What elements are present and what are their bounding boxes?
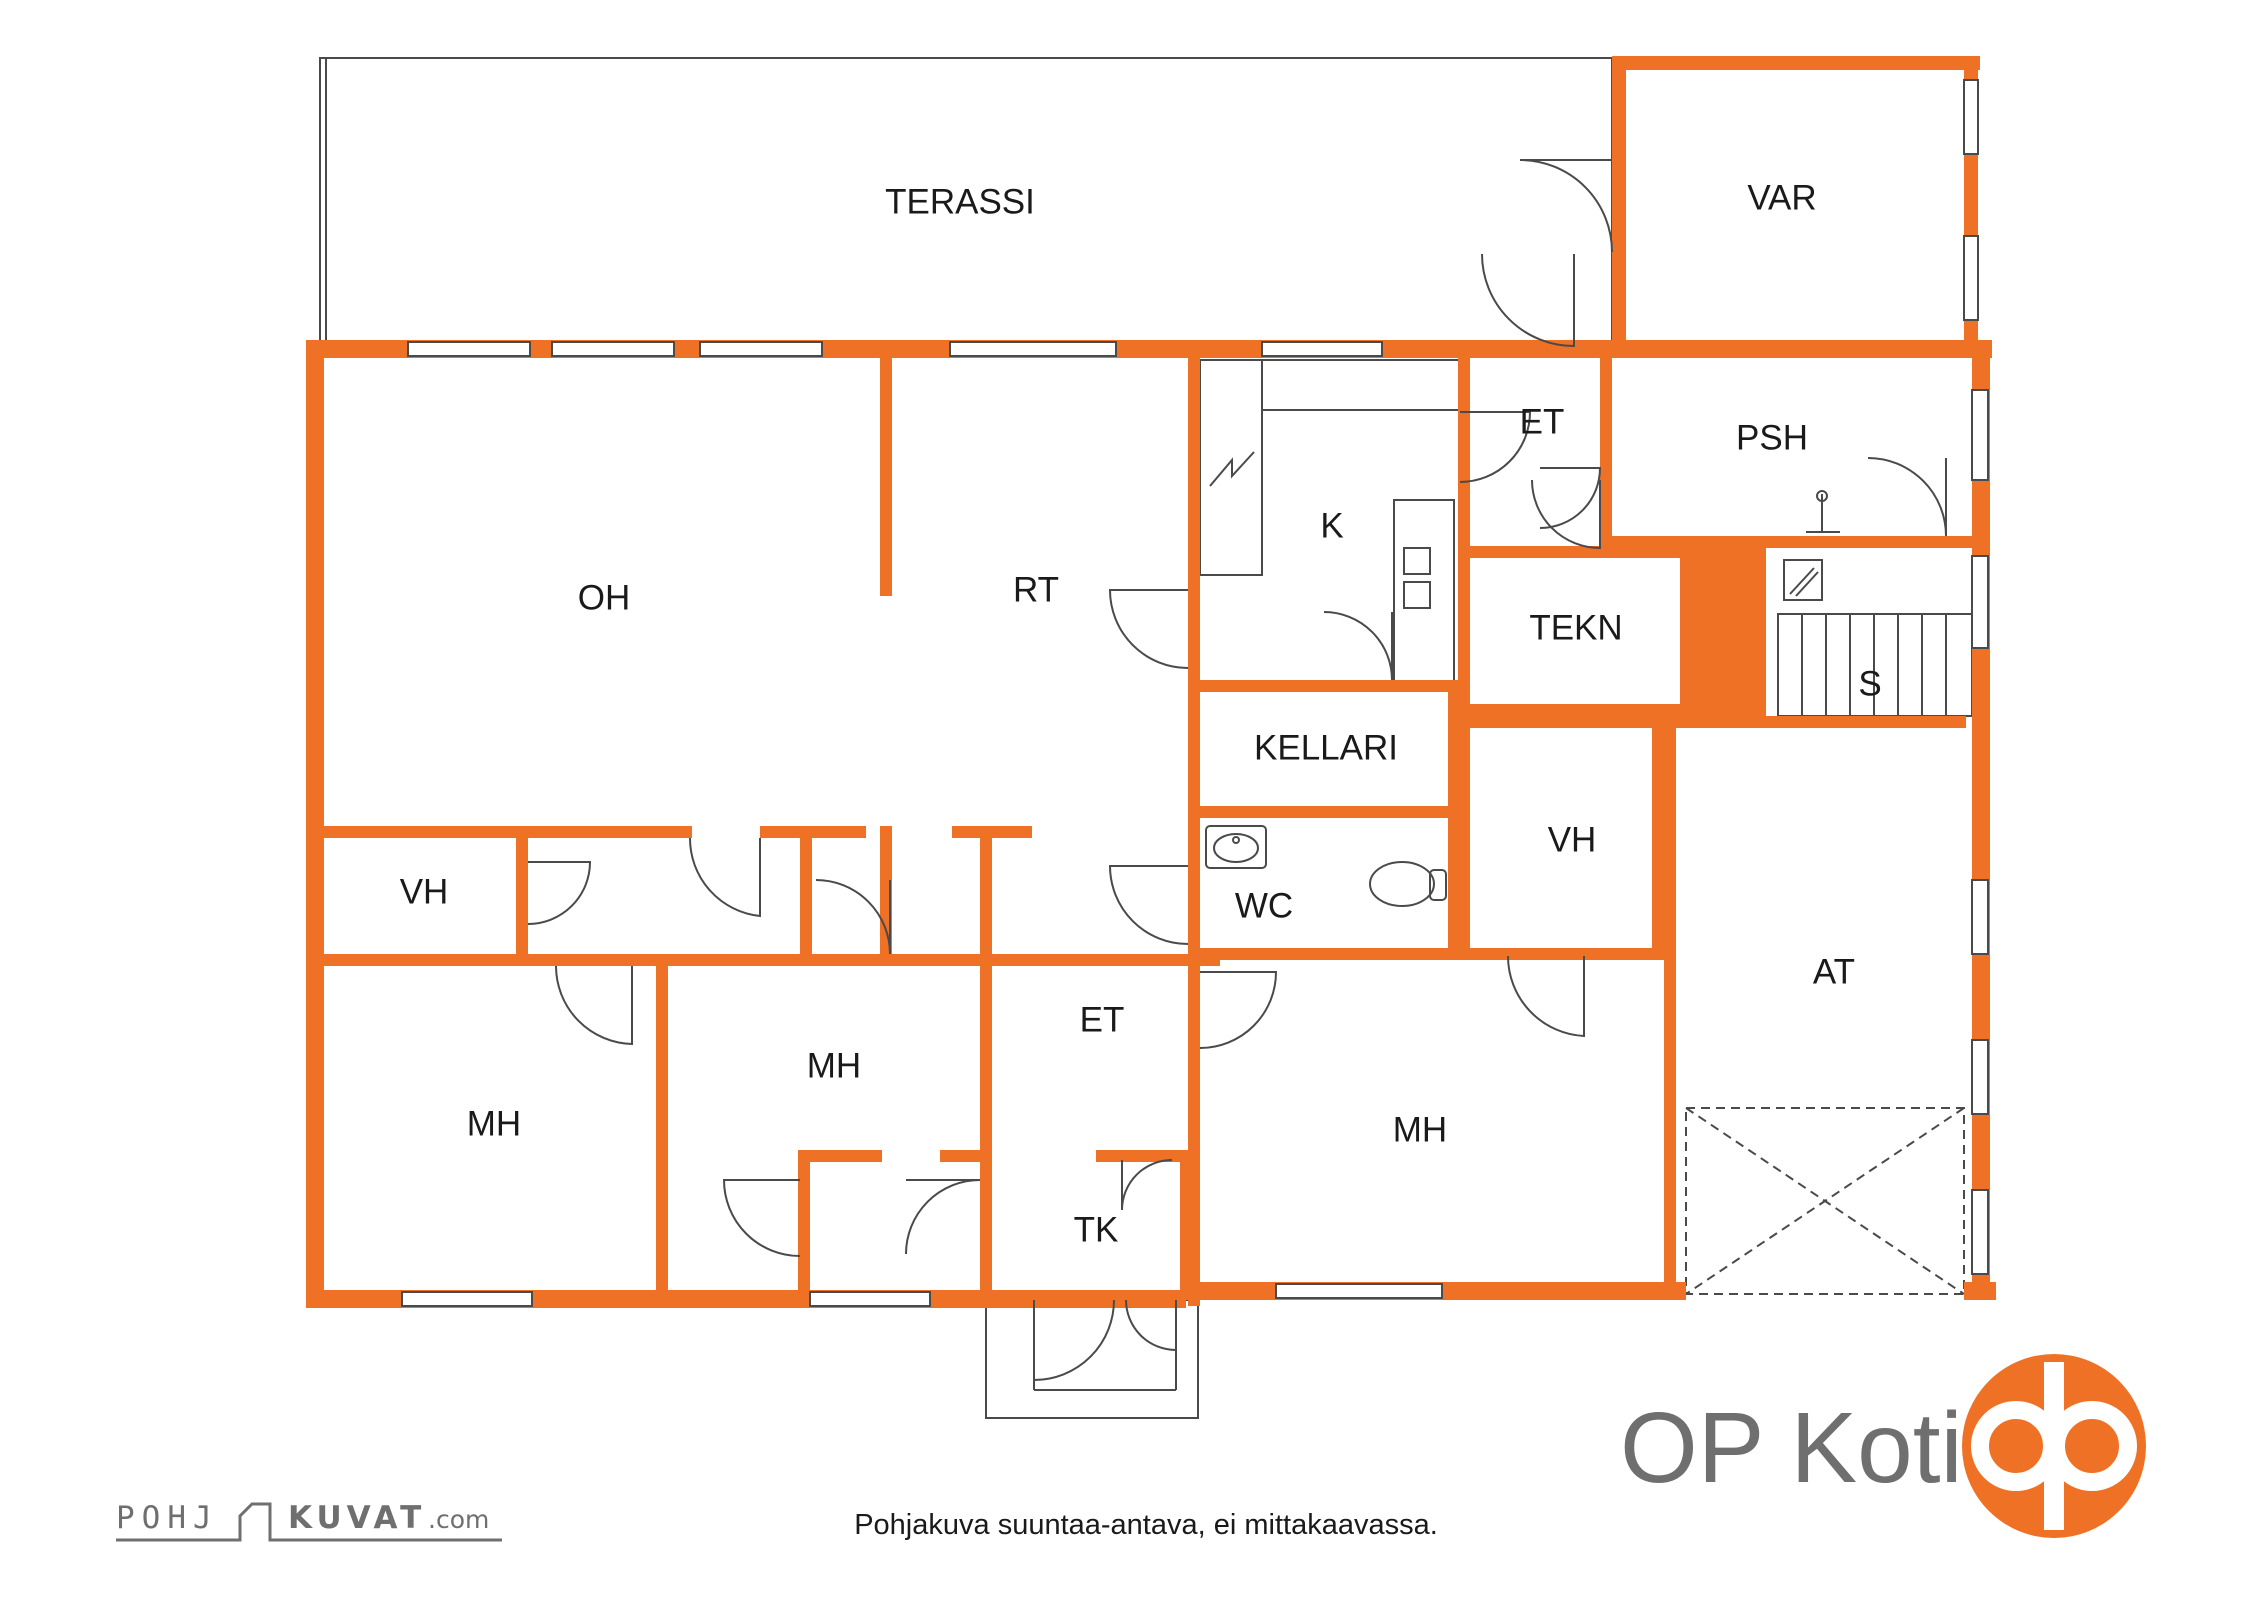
room-label-k: K — [1320, 506, 1343, 545]
brand-name: OP Koti — [1620, 1392, 1963, 1504]
shower-glass-icon — [1783, 559, 1823, 601]
door — [815, 879, 891, 955]
window — [699, 341, 823, 357]
door — [1481, 253, 1575, 348]
room-label-at: AT — [1813, 952, 1855, 991]
room-label-et-top: ET — [1520, 402, 1565, 441]
window — [407, 341, 531, 357]
windows — [401, 79, 1989, 1307]
door — [688, 837, 761, 918]
door — [1867, 457, 1947, 537]
window — [401, 1291, 533, 1307]
room-label-et-mid: ET — [1080, 1000, 1125, 1039]
door — [905, 1179, 981, 1255]
window — [1971, 555, 1989, 649]
door — [722, 1179, 801, 1257]
entrance-steps — [985, 1299, 1199, 1419]
window — [1963, 235, 1979, 321]
toilet-icon — [1369, 861, 1447, 907]
room-label-mh-right: MH — [1393, 1110, 1447, 1149]
door — [527, 861, 592, 925]
walls — [306, 56, 1996, 1308]
window — [1971, 389, 1989, 481]
room-label-s: S — [1858, 664, 1881, 703]
op-logo-icon — [1962, 1354, 2146, 1538]
window — [1261, 341, 1383, 357]
window — [1971, 1039, 1989, 1115]
room-label-tk: TK — [1074, 1210, 1119, 1249]
door — [1108, 589, 1189, 669]
room-label-vh-right: VH — [1548, 820, 1597, 859]
garage-parking-area — [1685, 1107, 1965, 1295]
kitchen-upper-cabinets — [1261, 359, 1463, 411]
credit-text-left: POHJ — [116, 1500, 219, 1536]
door — [1459, 411, 1532, 483]
credit-suffix: .com — [428, 1505, 489, 1534]
window — [1971, 1189, 1989, 1275]
room-label-mh-left: MH — [467, 1104, 521, 1143]
disclaimer-caption: Pohjakuva suuntaa-antava, ei mittakaavas… — [854, 1509, 1438, 1541]
pohjakuvat-credit: POHJ KUVAT .com — [116, 1500, 502, 1542]
window — [1963, 79, 1979, 155]
window — [551, 341, 675, 357]
door — [1539, 467, 1602, 529]
door — [1121, 1159, 1173, 1211]
window — [1275, 1283, 1443, 1299]
window — [949, 341, 1117, 357]
room-label-tekn: TEKN — [1529, 608, 1622, 647]
door — [1033, 1299, 1115, 1382]
shower-icon — [1806, 490, 1840, 533]
fixtures — [1205, 451, 1840, 907]
room-label-kellari: KELLARI — [1254, 728, 1398, 767]
door — [1506, 955, 1585, 1038]
door — [1531, 479, 1601, 550]
sink-icon — [1205, 825, 1267, 869]
window — [1971, 879, 1989, 955]
door — [1108, 865, 1189, 945]
room-label-vh-left: VH — [400, 872, 449, 911]
room-label-var: VAR — [1747, 178, 1816, 217]
door — [1199, 971, 1278, 1049]
window — [809, 1291, 931, 1307]
door — [1519, 159, 1613, 253]
room-label-wc: WC — [1235, 886, 1293, 925]
credit-underline-icon — [116, 1502, 502, 1542]
doors — [527, 159, 1947, 1382]
door — [1125, 1299, 1177, 1352]
room-label-terassi: TERASSI — [885, 182, 1035, 221]
room-labels: TERASSI VAR ET PSH OH RT K TEKN S KELLAR… — [400, 178, 1882, 1249]
door — [555, 965, 633, 1046]
room-label-psh: PSH — [1736, 418, 1808, 457]
fridge-zigzag — [1209, 451, 1255, 487]
thin-outlines — [319, 57, 1965, 1419]
room-label-mh-center: MH — [807, 1046, 861, 1085]
room-label-oh: OH — [578, 578, 631, 617]
room-label-rt: RT — [1013, 570, 1059, 609]
credit-text-right: KUVAT — [288, 1500, 426, 1536]
stove-icon — [1403, 547, 1431, 609]
door — [1323, 611, 1393, 681]
